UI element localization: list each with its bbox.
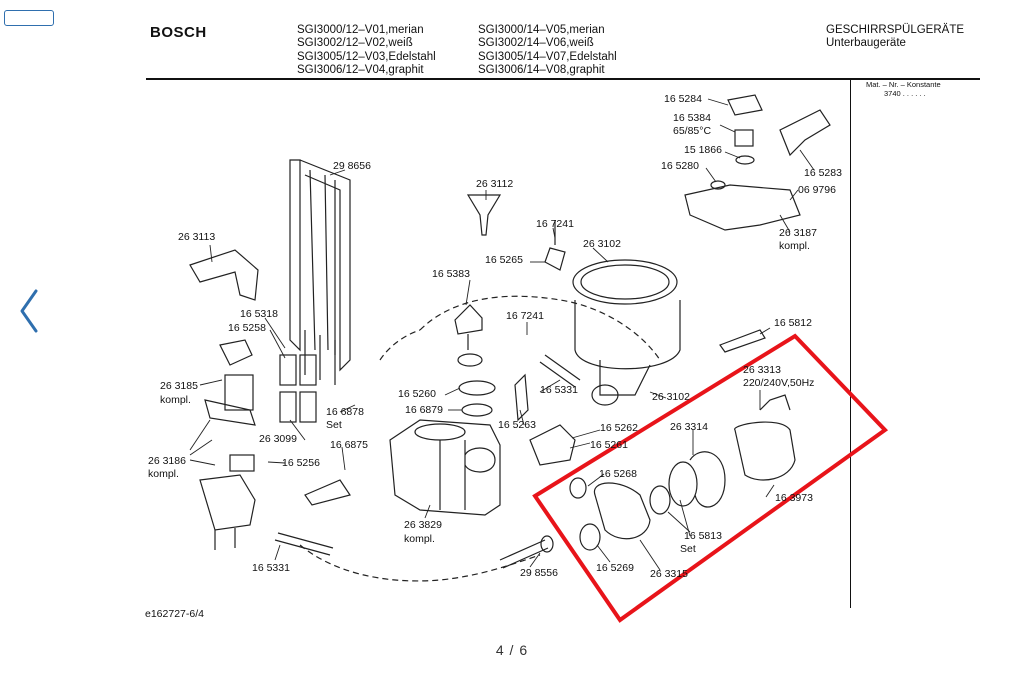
part-label: kompl. [404,533,435,545]
highlight-box [532,333,889,623]
page-indicator: 4 / 6 [495,642,529,658]
part-label: 16 6879 [405,404,443,416]
part-label: 16 5383 [432,268,470,280]
category-line-2: Unterbaugeräte [826,37,906,50]
part-label: 26 3102 [583,238,621,250]
header-rule [146,78,980,80]
model-item: SGI3005/12–V03,Edelstahl [297,50,436,63]
toolbar-button[interactable] [4,10,54,26]
part-label: 16 6875 [330,439,368,451]
right-frame-line [850,80,851,608]
part-label: 26 3829 [404,519,442,531]
part-label: kompl. [148,468,179,480]
part-label: 16 7241 [506,310,544,322]
part-label: 26 3113 [178,231,216,243]
part-label: 16 7241 [536,218,574,230]
part-label: 26 3313 [743,364,781,376]
model-item: SGI3000/12–V01,merian [297,24,424,36]
model-item: SGI3002/14–V06,weiß [478,37,594,50]
part-label: 16 5265 [485,254,523,266]
model-item: SGI3000/14–V05,merian [478,24,605,36]
document-id: e162727-6/4 [145,608,204,620]
part-label: 26 3112 [476,178,514,190]
part-label: Set [326,419,342,431]
part-label: 06 9796 [798,184,836,196]
part-label: 16 5331 [540,384,578,396]
part-label: kompl. [779,240,810,252]
mat-line-2: 3740 . . . . . . [884,89,926,98]
part-label: 16 5269 [596,562,634,574]
part-label: 16 3973 [775,492,813,504]
category-title: GESCHIRRSPÜLGERÄTE Unterbaugeräte [826,24,964,51]
part-label: 16 5284 [664,93,702,105]
part-label: 16 5256 [282,457,320,469]
part-label: 29 8556 [520,567,558,579]
chevron-left-icon [20,289,38,333]
part-label: 29 8656 [333,160,371,172]
model-list-right: SGI3000/14–V05,merian SGI3002/14–V06,wei… [478,24,617,78]
part-label: 16 5283 [804,167,842,179]
part-label: 16 5261 [590,439,628,451]
model-item: SGI3006/14–V08,graphit [478,64,605,77]
part-label: 65/85°C [673,125,712,137]
model-item: SGI3005/14–V07,Edelstahl [478,50,617,63]
part-label: 16 5263 [498,419,536,431]
part-label: 16 5268 [599,468,637,480]
previous-page-button[interactable] [14,285,46,337]
category-line-1: GESCHIRRSPÜLGERÄTE [826,24,965,36]
part-label: 26 3314 [670,421,708,433]
part-label: 16 5260 [398,388,436,400]
part-label: 16 5262 [600,422,638,434]
part-label: kompl. [160,394,191,406]
part-label: 16 5384 [673,112,711,124]
part-label: Set [680,543,696,555]
part-label: 26 3099 [259,433,297,445]
part-label: 16 5812 [774,317,812,329]
part-label: 26 3315 [650,568,688,580]
part-label: 26 3102 [652,391,690,403]
brand-logo: BOSCH [150,24,207,41]
part-label: 16 5280 [661,160,699,172]
part-label: 16 5331 [252,562,290,574]
part-label: 26 3186 [148,455,186,467]
part-label: 16 5318 [240,308,278,320]
part-label: 16 5258 [228,322,266,334]
model-item: SGI3006/12–V04,graphit [297,64,424,77]
part-label: 16 5813 [684,530,722,542]
part-label: 15 1866 [684,144,722,156]
part-label: 26 3185 [160,380,198,392]
mat-line-1: Mat. – Nr. – Konstante [866,80,941,89]
model-item: SGI3002/12–V02,weiß [297,37,413,50]
part-label: 26 3187 [779,227,817,239]
part-label: 16 6878 [326,406,364,418]
part-label: 220/240V,50Hz [743,377,815,389]
mat-number-box: Mat. – Nr. – Konstante 3740 . . . . . . [866,80,941,98]
model-list-left: SGI3000/12–V01,merian SGI3002/12–V02,wei… [297,24,436,78]
